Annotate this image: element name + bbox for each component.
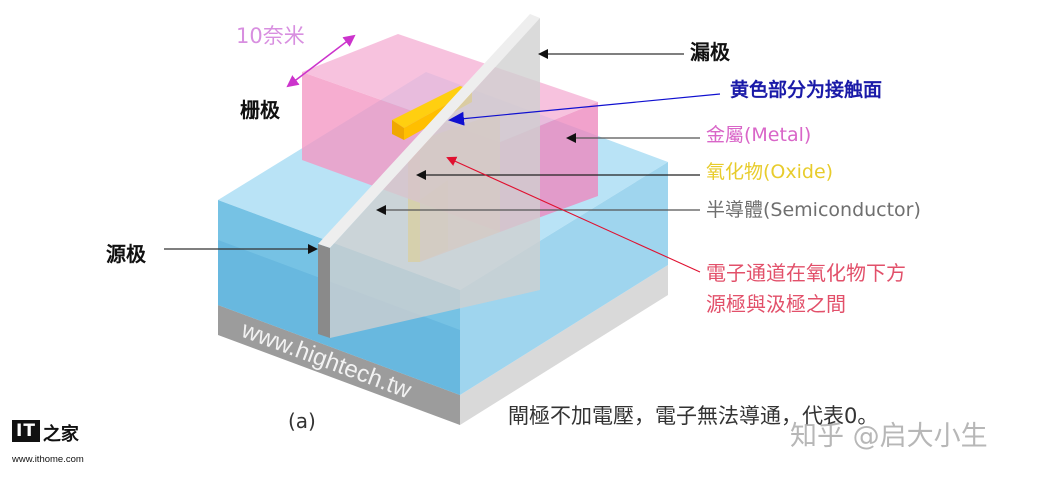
metal-label: 金屬(Metal) [706,124,812,146]
ithome-logo-box: IT [12,420,40,442]
gate-plate [318,14,540,338]
oxide-label: 氧化物(Oxide) [706,161,834,183]
gate-label: 栅极 [240,98,280,122]
substrate-block [218,265,668,425]
figure-caption: 閘極不加電壓，電子無法導通，代表0。 [508,404,879,428]
ithome-logo-text: 之家 [42,424,79,445]
channel-note: 電子通道在氧化物下方 源極與汲極之間 [706,258,906,320]
channel-note-line2: 源極與汲極之間 [706,292,846,316]
channel-note-line1: 電子通道在氧化物下方 [706,261,906,285]
contact-leader [448,93,721,126]
channel-leader [446,156,701,273]
contact-surface-label: 黄色部分为接触面 [730,79,883,101]
figure-sublabel: (a) [288,409,316,433]
source-label: 源极 [106,242,146,266]
ithome-url: www.ithome.com [12,454,84,465]
nanometer-dimension-arrow [286,34,356,88]
semiconductor-label: 半導體(Semiconductor) [706,199,921,221]
zhihu-watermark: 知乎 @启大小生 [790,421,988,452]
nanometer-label: 10奈米 [236,24,305,48]
drain-label: 漏极 [690,40,730,64]
